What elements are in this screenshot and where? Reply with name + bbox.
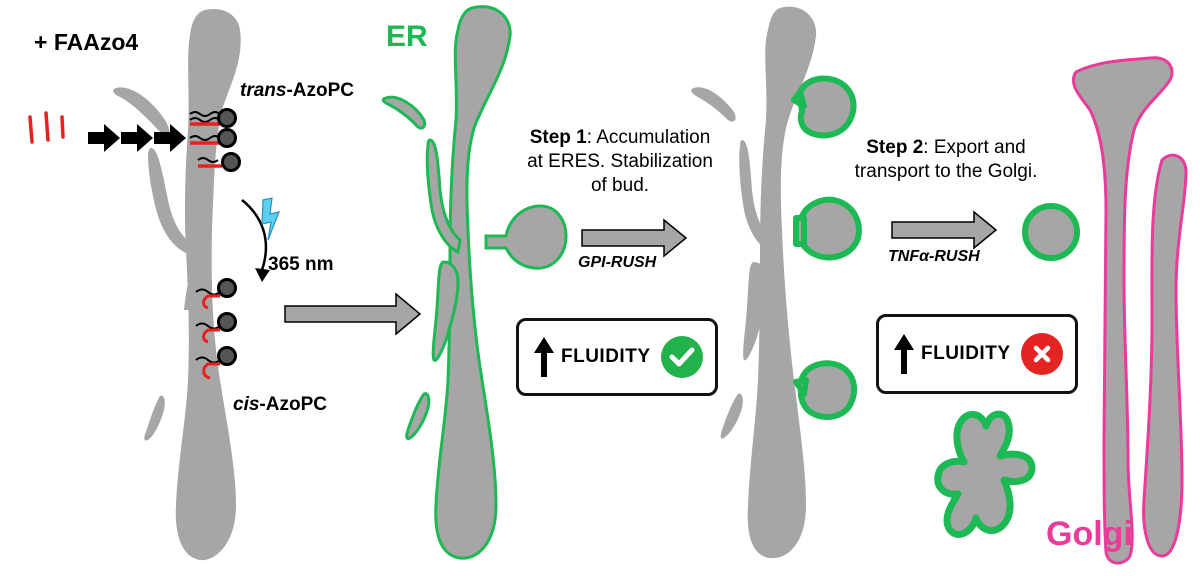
cis-suffix: -AzoPC (259, 394, 327, 415)
transport-carrier (1022, 203, 1080, 261)
fluidity-text: FLUIDITY (561, 346, 651, 367)
golgi-label: Golgi (1046, 515, 1133, 553)
cis-prefix: cis (233, 394, 260, 415)
lightning-icon (261, 197, 280, 241)
tnf-rush-label: TNFα-RUSH (888, 248, 980, 265)
step-2-line-2: transport to the Golgi. (854, 161, 1038, 182)
uptake-arrows (88, 124, 186, 152)
panel-3-er-membrane (691, 6, 817, 559)
fragmented-er-blob (934, 410, 1036, 538)
faazo4-label: + FAAzo4 (34, 29, 139, 55)
step-2-caption: Step 2: Export and transport to the Golg… (826, 136, 1066, 184)
step-1-caption: Step 1: Accumulation at ERES. Stabilizat… (500, 126, 740, 198)
fluidity-box-success: FLUIDITY (516, 318, 718, 396)
trans-suffix: -AzoPC (286, 80, 355, 101)
step-1-title: Step 1 (529, 127, 587, 148)
step-2-line-1: : Export and (923, 137, 1026, 158)
gpi-rush-label: GPI-RUSH (578, 254, 657, 271)
photoswitch-arrow (241, 199, 270, 282)
faazo4-molecules (28, 111, 65, 144)
er-label: ER (386, 20, 428, 53)
fluidity-text: FLUIDITY (921, 343, 1011, 364)
trans-azopc-lipids (189, 108, 241, 172)
tnf-rush-arrow (891, 210, 998, 250)
panel-2-er-membrane (381, 5, 568, 560)
golgi-cisternae (1071, 56, 1188, 565)
arrow-up-icon (534, 337, 554, 377)
cis-azopc-label: cis-AzoPC (233, 394, 327, 416)
gpi-rush-arrow (581, 218, 688, 258)
transition-arrow-1 (284, 292, 422, 336)
er-exit-site-buds (791, 75, 862, 420)
step-1-line-2: at ERES. Stabilization (527, 151, 713, 172)
arrow-up-icon (894, 334, 914, 374)
step-1-line-3: of bud. (590, 175, 650, 196)
checkmark-icon (660, 336, 703, 378)
trans-azopc-label: trans-AzoPC (240, 80, 354, 102)
step-1-line-1: : Accumulation (586, 127, 711, 148)
cis-azopc-lipids (195, 278, 237, 380)
step-2-title: Step 2 (866, 137, 924, 158)
cross-icon (1020, 333, 1063, 375)
panel-1-er-membrane (113, 8, 241, 561)
fluidity-box-failure: FLUIDITY (876, 314, 1078, 394)
trans-prefix: trans (240, 80, 287, 101)
wavelength-label: 365 nm (268, 254, 334, 275)
